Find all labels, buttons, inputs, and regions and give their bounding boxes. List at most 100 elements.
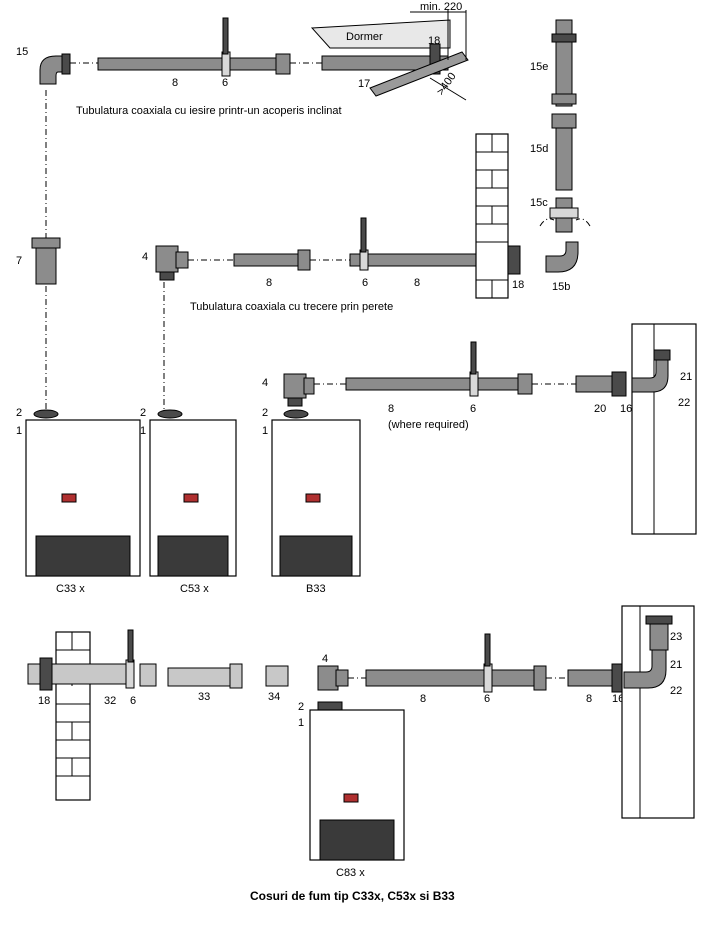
pipe-8-b33-socket [517,373,533,395]
wall-plate-16 [611,371,627,397]
label-8-c83: 8 [420,693,426,705]
pipe-32-socket [139,663,157,687]
label-21: 21 [680,371,692,383]
label-2-c83: 2 [298,701,304,713]
clamp-6-mid-screw [360,217,367,253]
clamp-6-top-screw [222,17,229,55]
label-8-chimney: 8 [586,693,592,705]
label-4-b33: 4 [262,377,268,389]
label-16-bottom: 16 [612,693,624,705]
label-where-required: (where required) [388,419,469,431]
pipe-8-mid [233,253,303,267]
label-23: 23 [670,631,682,643]
clamp-6-b33 [469,371,479,397]
label-dormer: Dormer [346,31,383,43]
tee-4-b33-outlet [303,377,315,395]
elbow-15b [545,241,579,273]
clamp-6-top [221,51,231,77]
label-15d: 15d [530,143,548,155]
label-15c: 15c [530,197,548,209]
pipe-8-top [97,57,281,71]
label-c53: C53 x [180,583,209,595]
air-arrow-left [539,218,555,227]
label-min-220: min. 220 [420,1,462,13]
pipe-33 [167,667,235,687]
clamp-6-bottom-left-screw [127,629,134,663]
label-15b: 15b [552,281,570,293]
dormer-shape [310,19,451,49]
label-8-b33: 8 [388,403,394,415]
tee-4 [155,245,179,273]
label-1-b33: 1 [262,425,268,437]
label-6-bottom-left: 6 [130,695,136,707]
clamp-6-bottom-left [125,659,135,689]
label-32: 32 [104,695,116,707]
pipe-15d-socket [551,113,577,129]
label-4-c83: 4 [322,653,328,665]
adapter-34 [265,665,289,687]
tee-4-b33-base [287,397,303,407]
label-b33: B33 [306,583,326,595]
label-21-bottom: 21 [670,659,682,671]
label-8-wall: 8 [414,277,420,289]
elbow-15-coupling [61,53,71,75]
label-2-b33: 2 [262,407,268,419]
label-1-c83: 1 [298,717,304,729]
label-1-c53: 1 [140,425,146,437]
label-6-mid: 6 [362,277,368,289]
tee-4-base [159,271,175,281]
pipe-15e-ring [551,33,577,43]
label-2-c53: 2 [140,407,146,419]
boiler-b33 [271,409,361,577]
label-18: 18 [428,35,440,47]
boiler-c53 [149,409,237,577]
tee-4-outlet [175,251,189,269]
boiler-c33 [25,409,141,577]
terminal-18-bottom [39,657,53,691]
label-8-mid: 8 [266,277,272,289]
pipe-15d [555,117,573,191]
label-6-b33: 6 [470,403,476,415]
pipe-15e-end [551,93,577,105]
tee-4-b33 [283,373,307,399]
label-6-c83: 6 [484,693,490,705]
label-34: 34 [268,691,280,703]
diagram-title: Cosuri de fum tip C33x, C53x si B33 [250,889,455,903]
tee-4-c83-outlet [335,669,349,687]
terminal-collar-18 [429,43,441,75]
wall-terminal-18 [507,245,521,275]
clamp-6-c83 [483,663,493,693]
label-20: 20 [594,403,606,415]
pipe-8-c83 [365,669,539,687]
boiler-c83 [309,701,405,861]
label-7: 7 [16,255,22,267]
pipe-7-socket [31,237,61,249]
label-22: 22 [678,397,690,409]
chimney-liner-23-cap [645,615,673,625]
adapter-15c-ring [549,207,579,219]
pipe-8-top-socket [275,53,291,75]
label-15e: 15e [530,61,548,73]
label-33: 33 [198,691,210,703]
brick-wall-bottom [55,631,91,801]
clamp-6-b33-screw [470,341,477,375]
label-8: 8 [172,77,178,89]
clamp-6-mid [359,249,369,271]
caption-roof: Tubulatura coaxiala cu iesire printr-un … [76,105,342,117]
pipe-33-socket [229,663,243,689]
brick-wall-mid [475,133,509,299]
clamp-6-c83-screw [484,633,491,667]
label-17: 17 [358,78,370,90]
label-4: 4 [142,251,148,263]
pipe-8-mid-socket [297,249,311,271]
label-2-c33: 2 [16,407,22,419]
pipe-8-chimney [567,669,619,687]
label-c83: C83 x [336,867,365,879]
label-18-bottom: 18 [38,695,50,707]
label-22-bottom: 22 [670,685,682,697]
inclined-roof [369,51,469,97]
tee-4-c83 [317,665,339,691]
label-1-c33: 1 [16,425,22,437]
